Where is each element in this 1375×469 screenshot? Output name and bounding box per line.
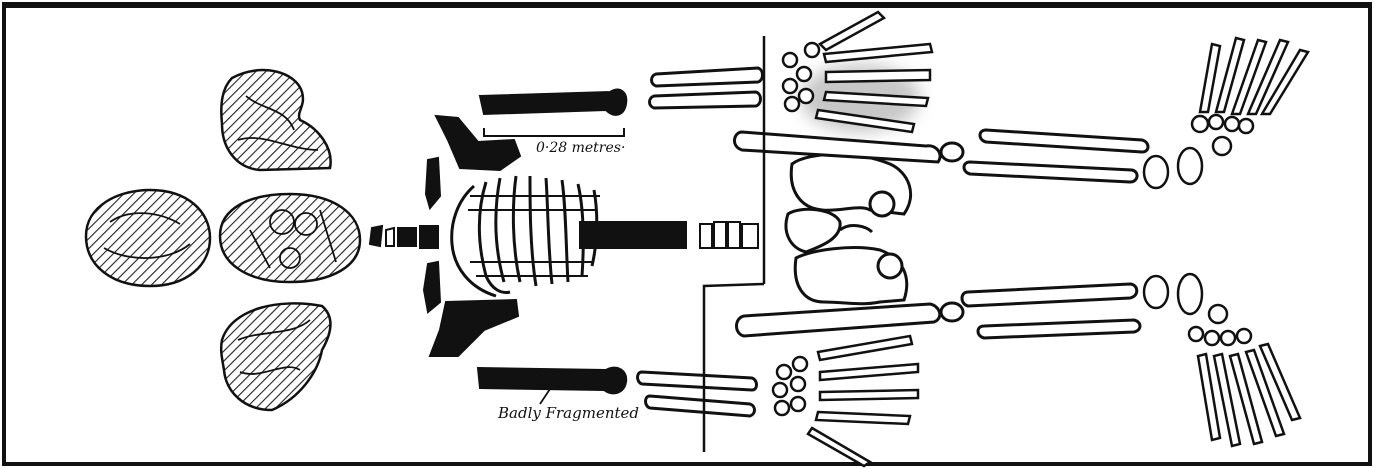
left-humerus-shaft [480,90,626,115]
right-humerus-shaft [478,368,626,394]
left-foot [1144,38,1308,188]
skull-bottom-view [221,303,330,410]
skull-top-view [221,70,330,170]
pelvis [786,154,911,304]
left-fibula [964,162,1137,182]
fragmented-note: Badly Fragmented [497,404,639,422]
skull-back-view [86,190,210,286]
scale-bar [484,128,624,136]
feet [1144,38,1308,446]
right-hand [773,336,918,466]
right-femur [737,304,940,336]
left-scapula [436,116,520,170]
right-fibula [978,320,1140,338]
spine [580,222,758,248]
left-tibia [980,130,1148,152]
ribcage [452,176,600,296]
scale-label: 0·28 metres· [536,140,625,156]
right-tibia [962,284,1137,306]
cervical-vertebrae [370,226,438,248]
left-clavicle [426,158,440,208]
right-scapula [430,300,518,356]
right-clavicle [424,262,440,312]
right-foot [1144,274,1300,446]
sacrum [786,209,840,252]
skull-views [86,70,360,410]
